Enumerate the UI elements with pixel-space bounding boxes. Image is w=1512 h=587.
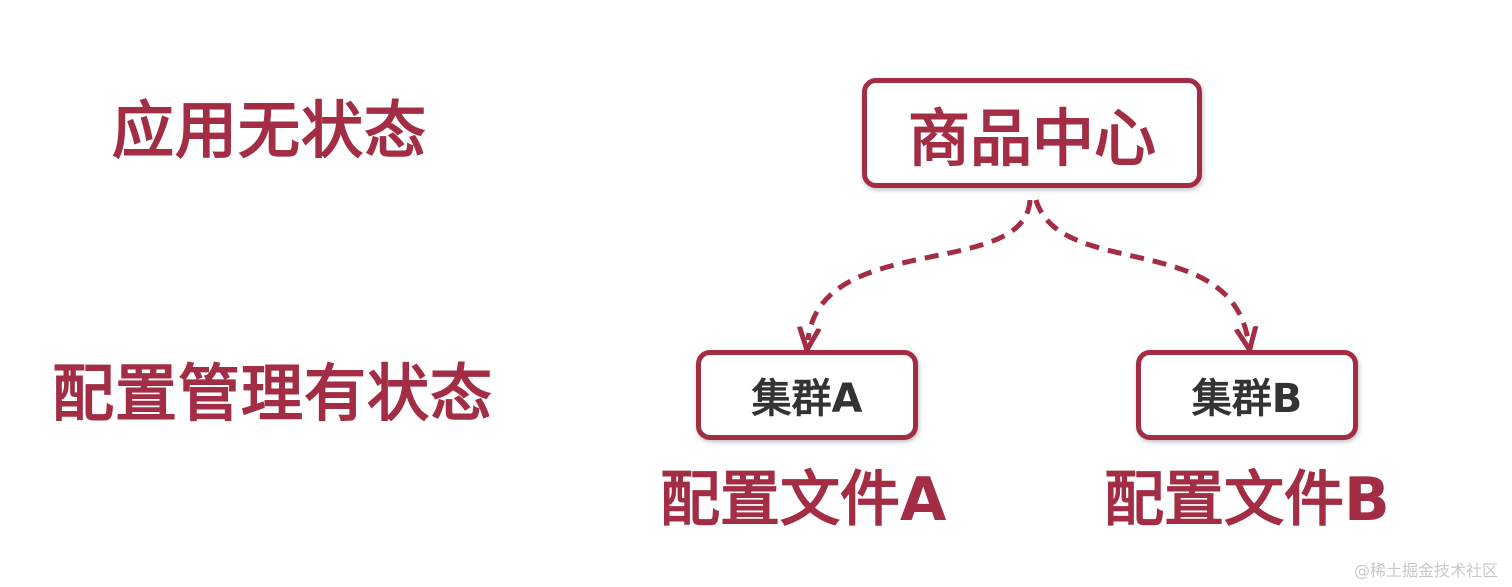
cluster-a-label: 集群A xyxy=(751,376,863,422)
arrow-to-cluster-b xyxy=(1033,199,1248,340)
config-file-a-label: 配置文件A xyxy=(660,465,947,535)
cluster-a-box: 集群A xyxy=(696,350,918,440)
cluster-b-box: 集群B xyxy=(1136,350,1358,440)
config-file-b-label: 配置文件B xyxy=(1104,465,1390,535)
label-stateful: 配置管理有状态 xyxy=(52,357,494,430)
center-node-box: 商品中心 xyxy=(862,78,1202,188)
cluster-b-label: 集群B xyxy=(1191,376,1303,422)
watermark: @稀土掘金技术社区 xyxy=(1353,561,1498,580)
arrow-to-cluster-a xyxy=(808,199,1033,340)
label-stateless: 应用无状态 xyxy=(112,94,428,167)
center-node-label: 商品中心 xyxy=(907,102,1156,175)
